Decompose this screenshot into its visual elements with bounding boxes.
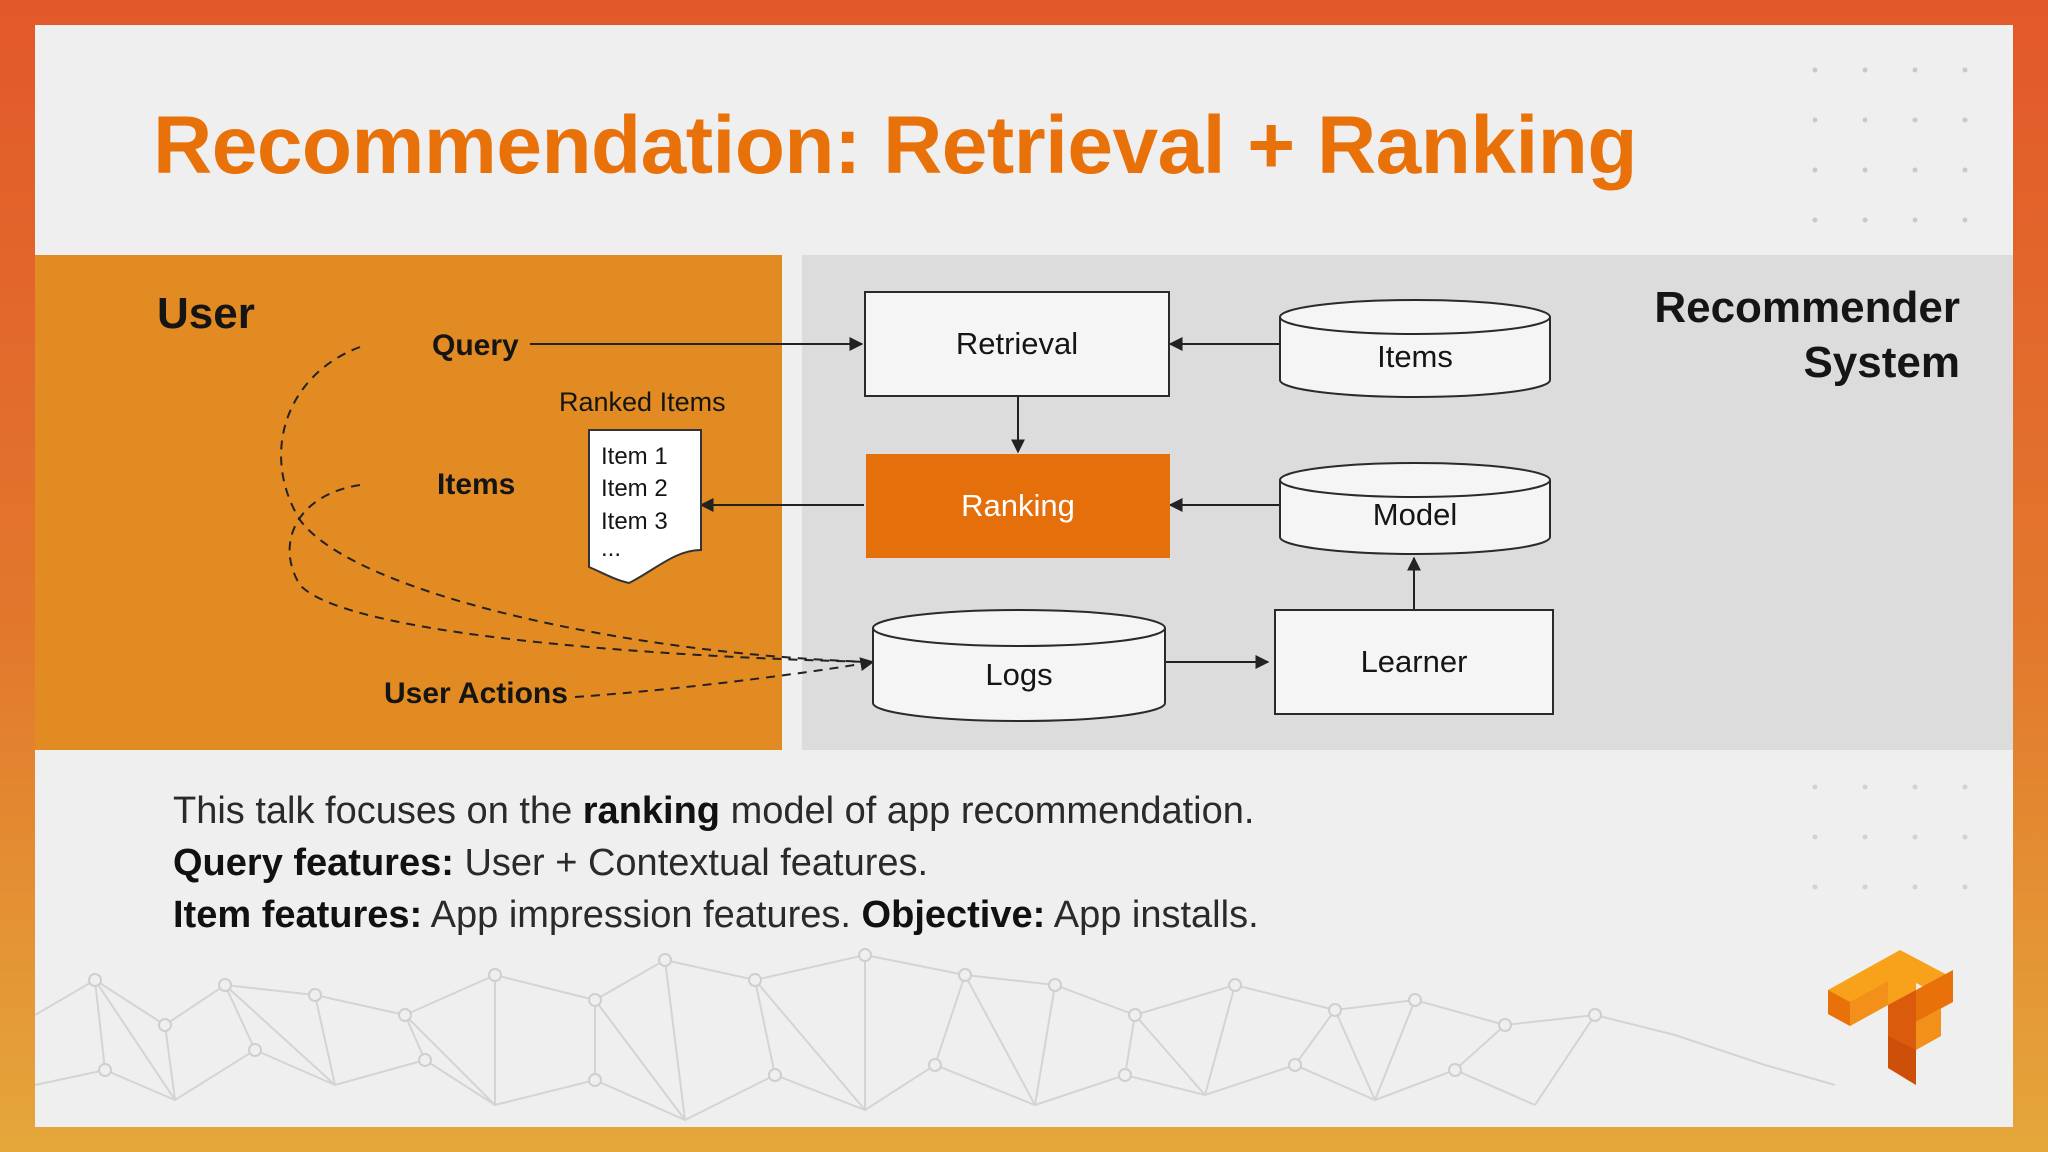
ranked-items-title: Ranked Items: [559, 387, 726, 417]
items-store-cylinder-icon: [1279, 299, 1551, 398]
items-feedback-curve: [288, 484, 874, 663]
notes-line-1: This talk focuses on the ranking model o…: [173, 790, 1255, 832]
tensorflow-logo-icon: [1828, 950, 1953, 1085]
user-heading: User: [157, 289, 255, 338]
retrieval-box: Retrieval: [864, 291, 1170, 397]
dot-grid-bottom-icon: [1812, 784, 1968, 890]
ranking-box: Ranking: [866, 454, 1170, 558]
diagram-connectors: [35, 299, 1836, 1122]
user-actions-feedback-curve: [574, 657, 875, 698]
logs-store-label: Logs: [985, 657, 1053, 692]
items-store-label: Items: [1377, 339, 1453, 374]
model-store-cylinder-icon: [1279, 462, 1551, 555]
ranked-list-item: Item 1: [601, 443, 668, 470]
talk-notes: This talk focuses on the ranking model o…: [173, 785, 1259, 941]
query-feedback-curve: [280, 346, 874, 663]
items-label: Items: [437, 468, 516, 501]
ranked-list-item: Item 3: [601, 508, 668, 535]
ranked-list-item: ...: [601, 535, 622, 562]
user-actions-label: User Actions: [384, 677, 568, 710]
recommender-heading-line1: Recommender: [1654, 283, 1960, 332]
notes-line-3: Item features: App impression features. …: [173, 894, 1259, 936]
recommender-heading-line2: System: [1803, 338, 1960, 387]
ranked-list-item: Item 2: [601, 475, 668, 502]
slide-title: Recommendation: Retrieval + Ranking: [153, 100, 1637, 191]
logs-store-cylinder-icon: [872, 609, 1166, 722]
ranked-items-document-icon: [588, 429, 702, 585]
dot-grid-top-icon: [1812, 67, 1968, 223]
network-mesh-background-icon: [35, 953, 1836, 1122]
notes-line-2: Query features: User + Contextual featur…: [173, 842, 929, 884]
model-store-label: Model: [1372, 497, 1458, 532]
network-mesh-nodes-icon: [88, 948, 1602, 1087]
learner-box: Learner: [1274, 609, 1554, 715]
slide: Recommendation: Retrieval + Ranking: [35, 25, 2013, 1127]
query-label: Query: [432, 329, 519, 362]
